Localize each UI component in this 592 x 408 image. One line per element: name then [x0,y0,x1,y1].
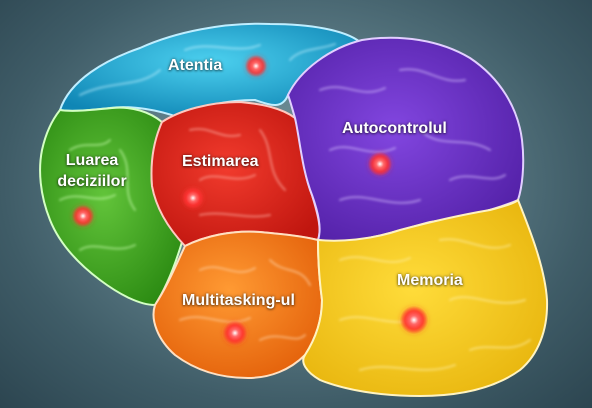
label-autocontrolul: Autocontrolul [342,120,447,137]
hotspot-atentia [245,55,267,77]
region-estimarea [150,100,321,248]
hotspot-luarea-deciziilor [72,205,94,227]
hotspot-estimarea [182,187,204,209]
hotspots [72,55,428,345]
label-atentia: Atentia [168,57,223,74]
label-estimarea: Estimarea [182,153,259,170]
label-luarea-deciziilor: Luarea deciziilor [57,152,127,190]
hotspot-memoria [400,306,428,334]
hotspot-multitasking-ul [223,321,247,345]
label-multitasking-ul: Multitasking-ul [182,292,295,309]
hotspot-autocontrolul [368,152,392,176]
brain-texture [59,43,531,371]
label-memoria: Memoria [397,272,463,289]
